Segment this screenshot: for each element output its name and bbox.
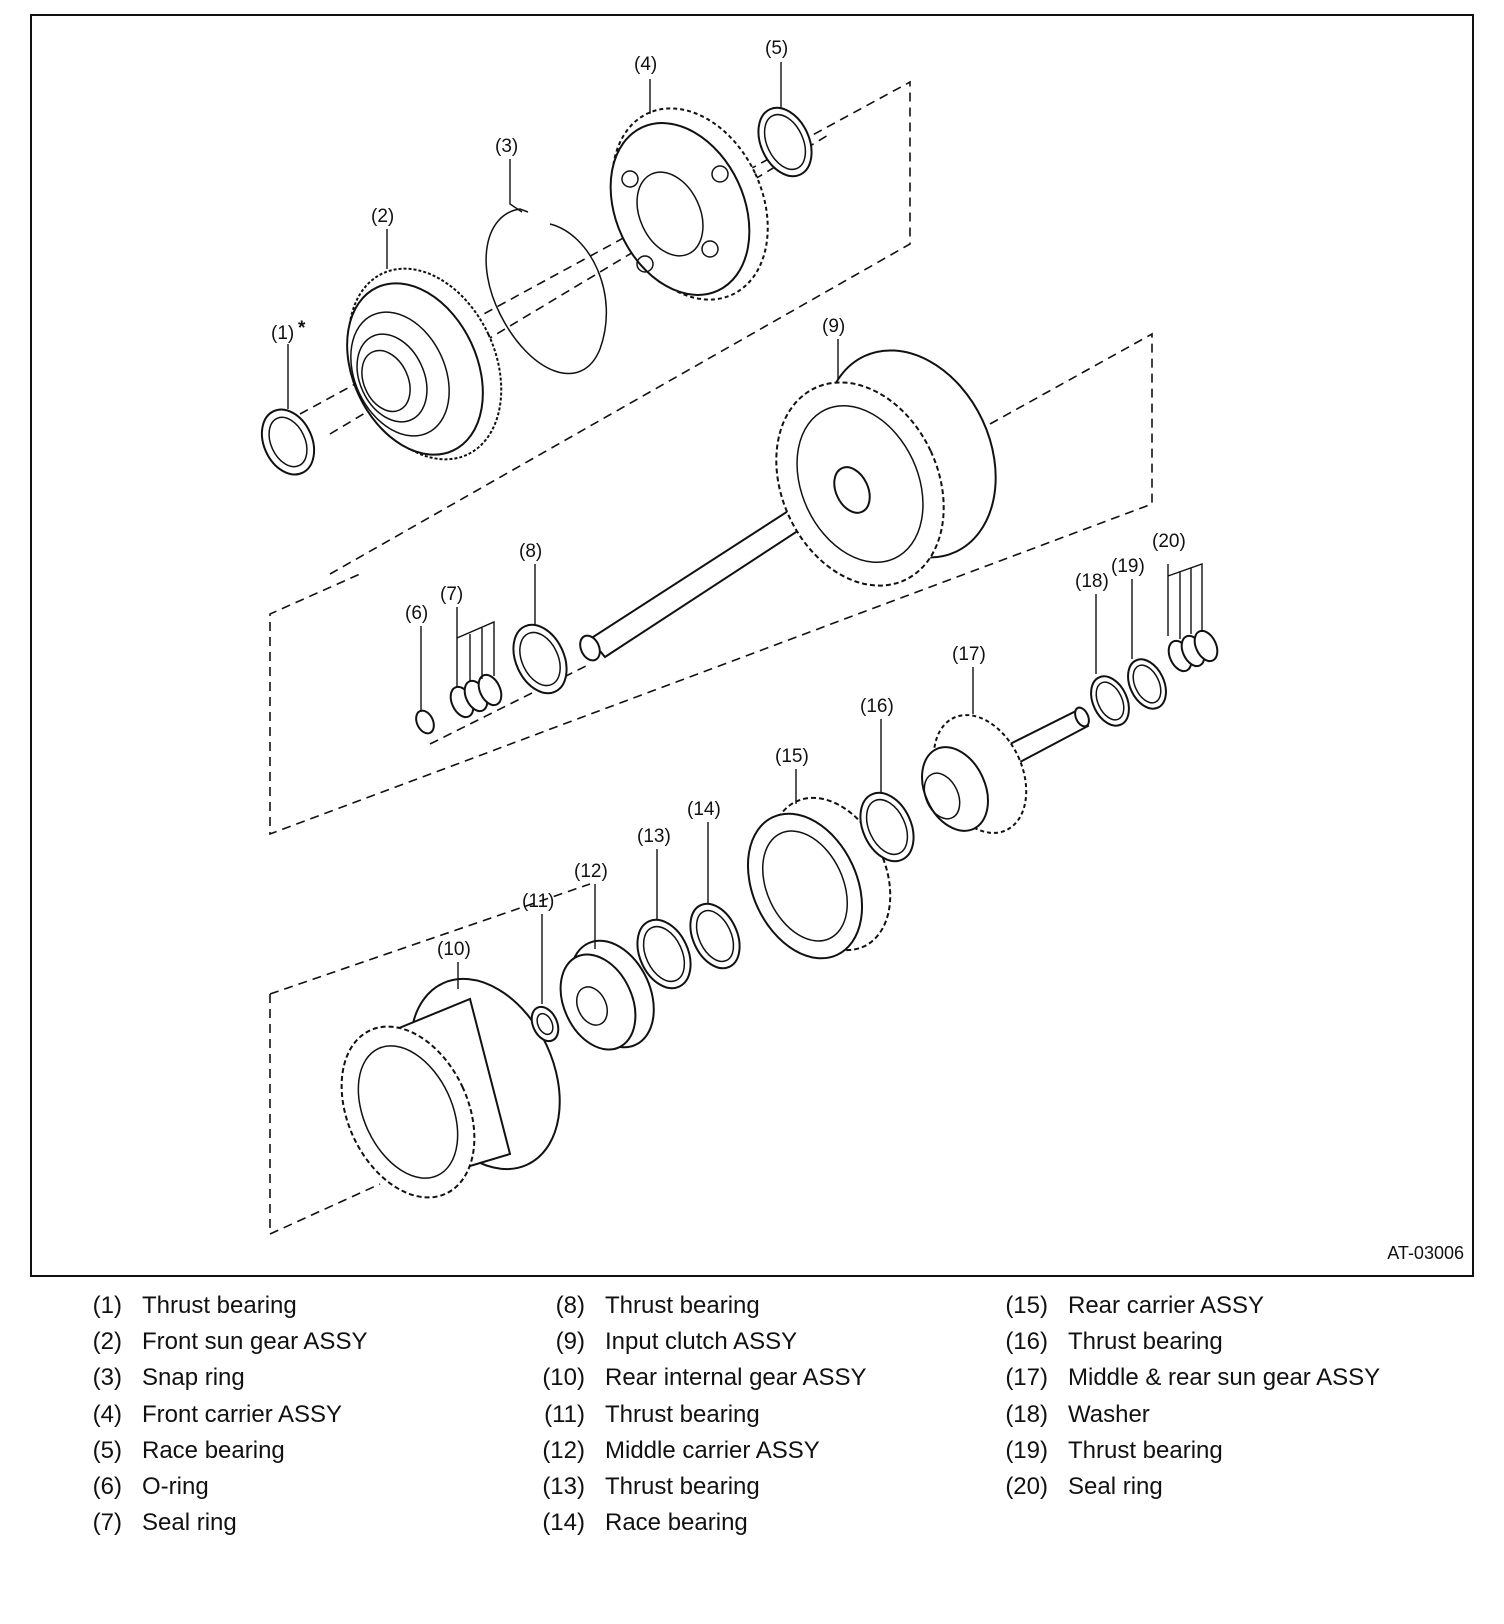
legend-item-name: Thrust bearing [142,1292,297,1319]
legend-item-number: (14) [542,1509,585,1537]
middle-carrier-assy [559,939,655,1051]
thrust-bearing-11 [530,1005,560,1043]
legend-item-name: Thrust bearing [605,1400,760,1428]
legend-item-name: Rear carrier ASSY [1068,1292,1265,1319]
legend-item-number: (4) [92,1400,122,1428]
o-ring [415,709,435,735]
legend-item-name: Seal ring [142,1509,237,1537]
washer [1090,675,1130,727]
legend-item-number: (9) [555,1328,585,1356]
leader-lines [287,62,1203,1004]
rear-carrier-assy [746,796,892,960]
callout-20: (20) [1152,531,1186,552]
callout-9: (9) [822,316,845,337]
legend-item-number: (5) [92,1436,122,1464]
legend-item-name: Rear internal gear ASSY [605,1364,867,1392]
input-clutch-assy [579,349,997,662]
legend-item-number: (20) [1005,1473,1048,1500]
callout-13: (13) [637,826,671,847]
legend-item-number: (8) [555,1292,585,1319]
callout-18: (18) [1075,571,1109,592]
legend-item-number: (1) [92,1292,122,1319]
legend-item-name: Front carrier ASSY [142,1400,343,1428]
legend-item-name: Middle & rear sun gear ASSY [1068,1364,1381,1392]
legend-item-name: Seal ring [1068,1473,1163,1500]
callout-16: (16) [860,696,894,717]
thrust-bearing-16 [859,791,915,863]
lower-group-outline [269,883,591,1236]
middle-rear-sun-gear-assy [921,706,1090,834]
legend-item-number: (3) [92,1364,122,1392]
callout-17: (17) [952,644,986,665]
legend-item-number: (11) [544,1400,585,1428]
figure-code: AT-03006 [1387,1243,1464,1263]
legend-item-name: Washer [1068,1400,1150,1428]
legend-item-name: Thrust bearing [605,1473,760,1500]
legend-item-number: (15) [1005,1292,1048,1319]
thrust-bearing-19 [1127,658,1167,710]
callout-19: (19) [1111,556,1145,577]
legend-item-number: (17) [1005,1364,1048,1392]
thrust-bearing-8 [512,623,568,695]
callout-11: (11) [522,891,554,912]
front-sun-gear-assy [346,267,503,461]
rear-internal-gear-assy [340,977,561,1199]
legend-item-name: Input clutch ASSY [605,1328,798,1356]
seal-rings-20 [1167,629,1219,673]
legend-item-name: Race bearing [142,1436,285,1464]
legend-item-name: Snap ring [142,1364,245,1392]
legend-item-number: (18) [1005,1400,1048,1428]
legend-item-name: Front sun gear ASSY [142,1328,368,1356]
callout-5: (5) [765,38,788,59]
callout-4: (4) [634,54,657,75]
exploded-view-figure: (1) * (2) (3) (4) (5) (9) (6) (7) (8) (1… [30,14,1474,1277]
callout-15: (15) [775,746,809,767]
legend-item-number: (12) [542,1436,585,1464]
legend-item-name: Race bearing [605,1509,748,1537]
legend-item-number: (10) [542,1364,585,1392]
callout-7: (7) [440,584,463,605]
race-bearing-5 [757,106,813,178]
callout-10: (10) [437,939,471,960]
callout-14: (14) [687,799,721,820]
legend-item-name: Middle carrier ASSY [605,1436,820,1464]
legend-item-name: Thrust bearing [1068,1328,1223,1356]
seal-rings-7 [449,673,503,719]
middle-group-outline [269,332,1153,836]
legend-item-name: Thrust bearing [605,1292,760,1319]
callout-1: (1) [271,323,294,344]
legend-item-number: (7) [92,1509,122,1537]
legend-item-number: (6) [92,1473,122,1500]
legend-item-name: Thrust bearing [1068,1436,1223,1464]
callout-3: (3) [495,136,518,157]
legend-item-number: (19) [1005,1436,1048,1464]
parts-legend: (1) Thrust bearing (2) Front sun gear ASSY (… [30,1290,1474,1590]
thrust-bearing-1 [260,408,316,476]
callout-8: (8) [519,541,542,562]
snap-ring [485,208,608,375]
upper-group-outline [299,80,911,575]
legend-item-name: O-ring [142,1473,209,1500]
legend-item-number: (2) [92,1328,122,1356]
legend-item-number: (13) [542,1473,585,1500]
callout-2: (2) [371,206,394,227]
front-carrier-assy [609,107,769,301]
callout-12: (12) [574,861,608,882]
thrust-bearing-13 [636,918,692,990]
callout-6: (6) [405,603,428,624]
race-bearing-14 [689,902,741,970]
legend-item-number: (16) [1005,1328,1048,1356]
callout-asterisk: * [298,318,306,339]
